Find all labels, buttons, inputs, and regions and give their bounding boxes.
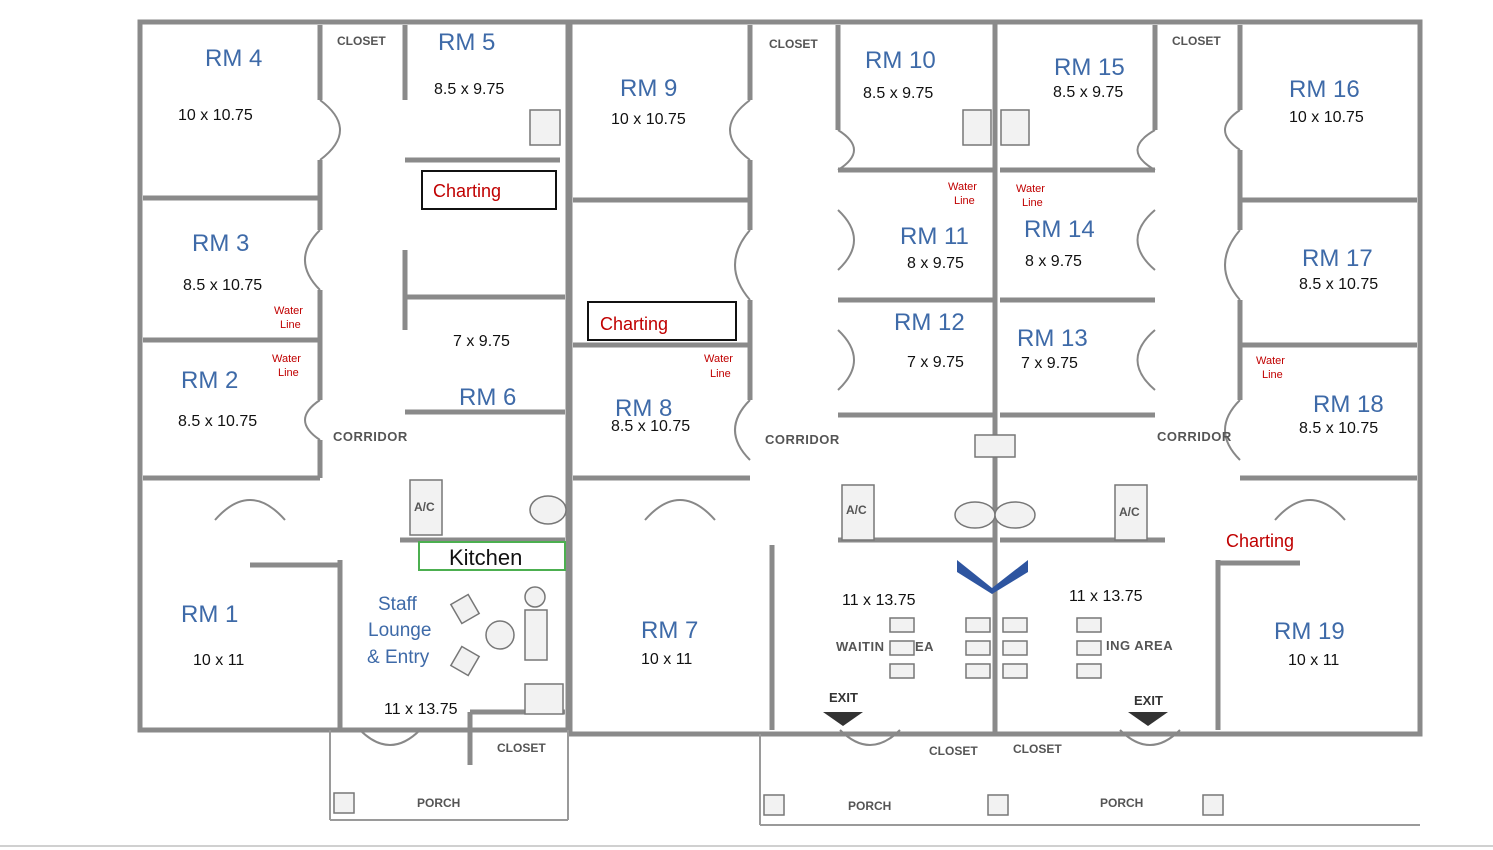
- room-size-rm15: 8.5 x 9.75: [1053, 84, 1123, 101]
- closet-label: CLOSET: [769, 37, 818, 51]
- porch-label: PORCH: [417, 796, 460, 810]
- water-line-label: Line: [710, 368, 731, 380]
- door-swings: [214, 99, 1346, 746]
- room-size-rm3: 8.5 x 10.75: [183, 277, 262, 294]
- room-size-rm12: 7 x 9.75: [907, 354, 964, 371]
- room-size-rm4: 10 x 10.75: [178, 107, 253, 124]
- room-name-rm8: RM 8: [615, 395, 672, 422]
- room-size-rm17: 8.5 x 10.75: [1299, 276, 1378, 293]
- water-line-label: Water: [1256, 355, 1285, 367]
- room-size-rm6: 7 x 9.75: [453, 333, 510, 350]
- room-name-rm7: RM 7: [641, 617, 698, 644]
- ac-label: A/C: [414, 500, 435, 514]
- kitchen-box: [418, 541, 566, 571]
- room-size-rm1: 10 x 11: [193, 652, 244, 669]
- exit-label: EXIT: [829, 690, 858, 705]
- exit-arrow-left-icon: [823, 712, 863, 726]
- ac-label: A/C: [846, 503, 867, 517]
- porch-label: PORCH: [1100, 796, 1143, 810]
- waiting-size-right: 11 x 13.75: [1069, 588, 1143, 605]
- water-line-label: Water: [272, 353, 301, 365]
- room-size-rm2: 8.5 x 10.75: [178, 413, 257, 430]
- room-name-rm14: RM 14: [1024, 216, 1095, 243]
- charting-box-2: [587, 301, 737, 341]
- room-name-rm5: RM 5: [438, 29, 495, 56]
- lounge-label-line3: & Entry: [367, 647, 430, 668]
- water-line-label: Line: [1022, 197, 1043, 209]
- water-line-label: Line: [278, 367, 299, 379]
- room-size-rm9: 10 x 10.75: [611, 111, 686, 128]
- charting-label: Charting: [433, 181, 501, 201]
- room-name-rm13: RM 13: [1017, 325, 1088, 352]
- room-name-rm16: RM 16: [1289, 76, 1360, 103]
- waiting-area-label-left: WAITIN: [836, 639, 885, 654]
- room-name-rm2: RM 2: [181, 367, 238, 394]
- walls: [137, 19, 1423, 826]
- room-name-rm10: RM 10: [865, 47, 936, 74]
- corridor-label: CORRIDOR: [765, 432, 840, 447]
- exit-label: EXIT: [1134, 693, 1163, 708]
- water-line-label: Water: [704, 353, 733, 365]
- lounge-label-line1: Staff: [378, 594, 417, 615]
- room-name-rm3: RM 3: [192, 230, 249, 257]
- kitchen-label: Kitchen: [449, 545, 522, 570]
- ac-label: A/C: [1119, 505, 1140, 519]
- charting-label: Charting: [1226, 531, 1294, 551]
- fixtures: [333, 109, 1224, 816]
- room-size-rm13: 7 x 9.75: [1021, 355, 1078, 372]
- closet-label: CLOSET: [1172, 34, 1221, 48]
- room-size-rm10: 8.5 x 9.75: [863, 85, 933, 102]
- room-name-rm12: RM 12: [894, 309, 965, 336]
- room-name-rm17: RM 17: [1302, 245, 1373, 272]
- closet-label: CLOSET: [929, 744, 978, 758]
- room-size-rm11: 8 x 9.75: [907, 255, 964, 272]
- entry-chevron-icon: [957, 560, 1028, 594]
- room-name-rm4: RM 4: [205, 45, 262, 72]
- closet-label: CLOSET: [337, 34, 386, 48]
- room-name-rm6: RM 6: [459, 384, 516, 411]
- room-size-rm5: 8.5 x 9.75: [434, 81, 504, 98]
- porch-label: PORCH: [848, 799, 891, 813]
- waiting-area-label-mid: EA: [915, 639, 934, 654]
- exit-arrow-right-icon: [1128, 712, 1168, 726]
- water-line-label: Line: [280, 319, 301, 331]
- room-name-rm9: RM 9: [620, 75, 677, 102]
- water-line-label: Water: [1016, 183, 1045, 195]
- water-line-label: Water: [948, 181, 977, 193]
- room-name-rm1: RM 1: [181, 601, 238, 628]
- lounge-label-line2: Lounge: [368, 620, 431, 641]
- room-size-rm16: 10 x 10.75: [1289, 109, 1364, 126]
- corridor-label: CORRIDOR: [333, 429, 408, 444]
- water-line-label: Water: [274, 305, 303, 317]
- room-name-rm18: RM 18: [1313, 391, 1384, 418]
- water-line-label: Line: [1262, 369, 1283, 381]
- room-name-rm11: RM 11: [900, 223, 969, 250]
- room-name-rm15: RM 15: [1054, 54, 1125, 81]
- waiting-size-left: 11 x 13.75: [842, 592, 916, 609]
- room-size-rm18: 8.5 x 10.75: [1299, 420, 1378, 437]
- closet-label: CLOSET: [497, 741, 546, 755]
- water-line-label: Line: [954, 195, 975, 207]
- charting-box-1: [421, 170, 557, 210]
- room-name-rm19: RM 19: [1274, 618, 1345, 645]
- closet-label: CLOSET: [1013, 742, 1062, 756]
- room-size-rm7: 10 x 11: [641, 651, 692, 668]
- waiting-area-label-right: ING AREA: [1106, 638, 1173, 653]
- room-size-rm19: 10 x 11: [1288, 652, 1339, 669]
- room-size-rm14: 8 x 9.75: [1025, 253, 1082, 270]
- room-size-rm8: 8.5 x 10.75: [611, 418, 690, 435]
- lounge-size: 11 x 13.75: [384, 701, 458, 718]
- charting-label: Charting: [600, 314, 668, 334]
- corridor-label: CORRIDOR: [1157, 429, 1232, 444]
